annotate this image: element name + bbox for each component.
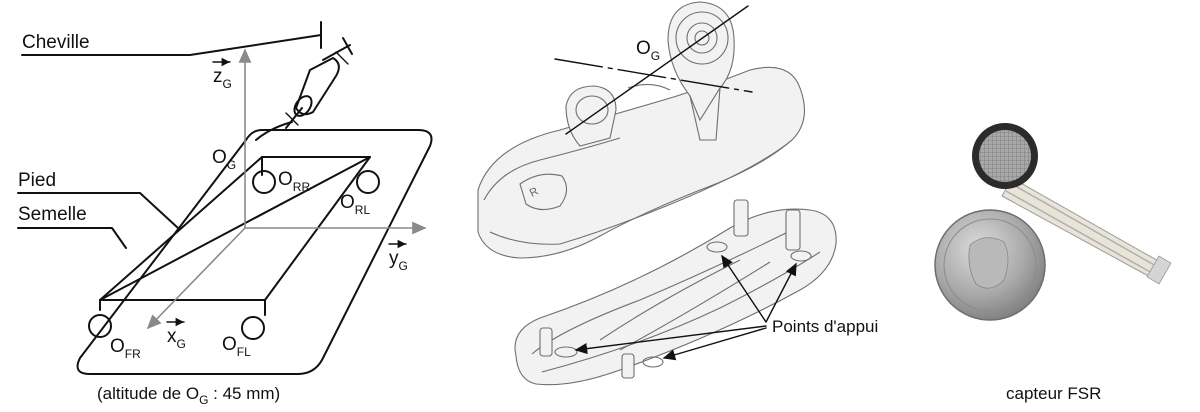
points-appui-label: Points d'appui <box>772 317 878 336</box>
fsr-sensor <box>972 123 1038 189</box>
altitude-caption: (altitude de OG : 45 mm) <box>97 384 280 407</box>
o-rl-label: ORL <box>340 192 370 217</box>
center-origin-label: OG <box>636 38 660 63</box>
semelle-label: Semelle <box>18 204 87 225</box>
z-axis-label: zG <box>213 66 232 91</box>
contact-point-rr <box>252 170 276 194</box>
x-axis-label: xG <box>167 326 186 351</box>
pied-label: Pied <box>18 170 56 191</box>
y-axis-label: yG <box>389 248 408 273</box>
contact-point-fl <box>241 316 265 340</box>
fsr-leads <box>1001 177 1172 285</box>
foot-frame <box>99 156 371 316</box>
pied-leader <box>17 192 179 229</box>
og-axis <box>554 58 753 93</box>
o-fl-label: OFL <box>222 334 251 359</box>
fsr-caption: capteur FSR <box>1006 384 1101 403</box>
o-rr-label: ORR <box>278 169 310 194</box>
shoe-illustration: R OG <box>477 1 878 386</box>
cheville-leader <box>21 34 322 56</box>
origin-label: OG <box>212 147 236 172</box>
x-axis <box>146 227 246 330</box>
o-fr-label: OFR <box>110 336 141 361</box>
shoe-sole <box>514 208 837 386</box>
contact-point-fr <box>88 314 112 338</box>
cheville-label: Cheville <box>22 32 90 53</box>
sole-outline <box>76 129 433 375</box>
fsr-photo: capteur FSR <box>934 123 1172 403</box>
contact-point-rl <box>356 170 380 194</box>
joint-axis <box>565 5 749 135</box>
foot-schematic: Cheville Pied Semelle OG zG yG xG ORR OR… <box>17 21 433 407</box>
quarter-coin <box>934 209 1046 321</box>
semelle-leader <box>17 227 127 249</box>
